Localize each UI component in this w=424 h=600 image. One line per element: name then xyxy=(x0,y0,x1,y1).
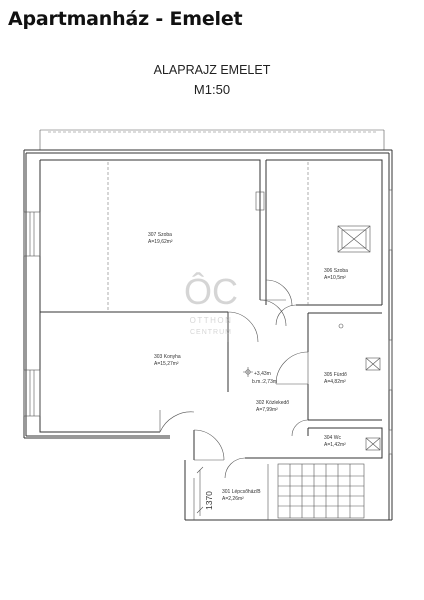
page-title: Apartmanház - Emelet xyxy=(8,8,243,30)
outer-walls xyxy=(23,149,393,521)
plan-title: ALAPRAJZ EMELET xyxy=(153,63,271,77)
room-name: 303 Konyha xyxy=(154,354,181,360)
room-name: 304 Wc xyxy=(324,435,341,441)
room-304: 304 Wc A=1,42m² xyxy=(324,435,346,448)
room-name: 301 Lépcsőház/B xyxy=(222,489,261,495)
room-area: A=19,62m² xyxy=(148,239,173,245)
room-area: A=7,99m² xyxy=(256,407,278,413)
plan-scale: M1:50 xyxy=(193,82,231,97)
room-name: 302 Közlekedő xyxy=(256,400,289,406)
level-height: b.m.:2,73m xyxy=(252,379,277,385)
room-area: A=15,27m² xyxy=(154,361,179,367)
room-name: 307 Szoba xyxy=(148,232,172,238)
dimension-value: 1370 xyxy=(204,491,214,510)
room-302: 302 Közlekedő A=7,99m² xyxy=(256,400,289,413)
room-303: 303 Konyha A=15,27m² xyxy=(154,354,181,367)
windows xyxy=(23,189,393,455)
room-area: A=4,82m² xyxy=(324,379,346,385)
watermark: ÔC OTTHON CENTRUM xyxy=(184,271,238,336)
dimension-line xyxy=(196,466,204,516)
room-area: A=10,5m² xyxy=(324,275,346,281)
room-301: 301 Lépcsőház/B A=2,26m² xyxy=(222,489,261,502)
overhead-lines xyxy=(107,162,309,310)
room-305: 305 Fürdő A=4,82m² xyxy=(324,372,347,385)
watermark-logo: ÔC xyxy=(184,271,238,312)
door-swings xyxy=(159,279,309,479)
room-area: A=1,42m² xyxy=(324,442,346,448)
room-name: 306 Szoba xyxy=(324,268,348,274)
staircase xyxy=(193,463,365,520)
watermark-line1: OTTHON xyxy=(190,316,233,325)
level-elevation: +3,43m xyxy=(254,371,271,377)
roof-window xyxy=(337,225,371,253)
room-307: 307 Szoba A=19,62m² xyxy=(148,232,173,245)
room-name: 305 Fürdő xyxy=(324,372,347,378)
chimney-duct xyxy=(255,191,265,211)
room-306: 306 Szoba A=10,5m² xyxy=(324,268,348,281)
room-area: A=2,26m² xyxy=(222,496,244,502)
level-marker: +3,43m b.m.:2,73m xyxy=(243,367,277,385)
bath-fixtures xyxy=(338,323,381,451)
watermark-line2: CENTRUM xyxy=(190,329,232,336)
